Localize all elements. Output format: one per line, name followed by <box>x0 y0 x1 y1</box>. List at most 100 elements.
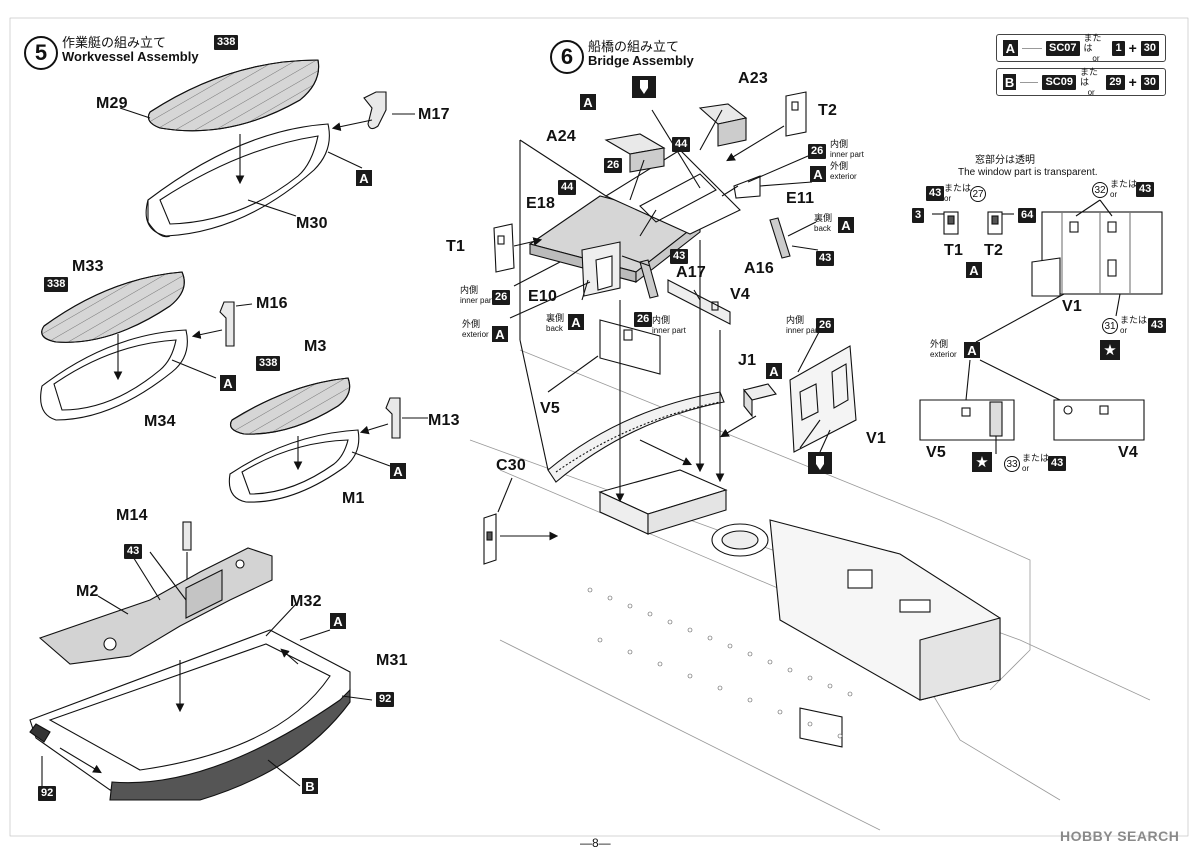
part-label-m29: M29 <box>96 95 128 112</box>
part-label-t2: T2 <box>818 102 838 119</box>
badge-44: 44 <box>558 180 577 195</box>
legend-code-sc09: SC09 <box>1042 74 1076 90</box>
badge-43: 43 <box>926 186 945 201</box>
badge-26: 26 <box>492 290 511 305</box>
key-a: A <box>966 262 982 278</box>
part-label-m33: M33 <box>72 258 104 275</box>
badge-43: 43 <box>670 249 689 264</box>
legend-part-30: 30 <box>1140 74 1159 90</box>
inner-jp: 内側 <box>460 286 479 296</box>
legend-part-29: 29 <box>1106 74 1125 90</box>
window-note-en: The window part is transparent. <box>958 167 1098 178</box>
badge-338: 338 <box>44 277 69 292</box>
outer-en: exterior <box>830 172 857 181</box>
part-label-m32: M32 <box>290 593 322 610</box>
outer-jp: 外側 <box>462 320 481 330</box>
or-en: or <box>1120 326 1128 335</box>
key-a: A <box>810 166 826 182</box>
key-a: A <box>390 463 406 479</box>
key-a: A <box>838 217 854 233</box>
part-label-m1: M1 <box>342 490 365 507</box>
step-5-title-en: Workvessel Assembly <box>62 49 199 64</box>
badge-43: 43 <box>124 544 143 559</box>
legend-or-en: or <box>1087 87 1095 97</box>
or-jp: または <box>1110 180 1138 190</box>
badge-43: 43 <box>816 251 835 266</box>
badge-92: 92 <box>38 786 57 801</box>
legend-part-1: 1 <box>1112 40 1125 56</box>
watermark-logo: HOBBY SEARCH <box>1060 828 1180 844</box>
key-b: B <box>302 778 318 794</box>
boat-cover-m29 <box>147 59 320 132</box>
part-label-a16: A16 <box>744 260 774 277</box>
badge-44: 44 <box>672 137 691 152</box>
inner-jp: 内側 <box>786 316 805 326</box>
part-label-v4: V4 <box>730 286 750 303</box>
page-number: —8— <box>580 836 611 850</box>
inner-en: inner part <box>786 326 820 335</box>
outer-jp: 外側 <box>830 162 849 172</box>
badge-26: 26 <box>604 158 623 173</box>
badge-92: 92 <box>376 692 395 707</box>
badge-26: 26 <box>808 144 827 159</box>
part-label-m31: M31 <box>376 652 408 669</box>
outer-en: exterior <box>462 330 489 339</box>
part-label-m13: M13 <box>428 412 460 429</box>
key-a: A <box>330 613 346 629</box>
part-label-v1: V1 <box>866 430 886 447</box>
badge-43: 43 <box>1136 182 1155 197</box>
or-jp: または <box>1120 316 1148 326</box>
key-a: A <box>568 314 584 330</box>
key-a: A <box>492 326 508 342</box>
inner-en: inner part <box>652 326 686 335</box>
badge-3: 3 <box>912 208 925 223</box>
circle-27: 27 <box>970 186 986 202</box>
or-jp: または <box>944 184 972 194</box>
back-jp: 裏側 <box>546 314 565 324</box>
step-5-title-jp: 作業艇の組み立て <box>62 36 167 51</box>
part-label-m3: M3 <box>304 338 327 355</box>
step-5-number: 5 <box>24 36 58 70</box>
badge-64: 64 <box>1018 208 1037 223</box>
inner-jp: 内側 <box>830 140 849 150</box>
inner-en: inner part <box>830 150 864 159</box>
step-6-number: 6 <box>550 40 584 74</box>
part-label-m30: M30 <box>296 215 328 232</box>
circle-32: 32 <box>1092 182 1108 198</box>
key-a: A <box>356 170 372 186</box>
part-label-t1: T1 <box>446 238 466 255</box>
key-a: A <box>964 342 980 358</box>
part-label-m34: M34 <box>144 413 176 430</box>
or-en: or <box>1110 190 1118 199</box>
legend-code-sc07: SC07 <box>1046 40 1080 56</box>
legend-plus: + <box>1128 74 1137 90</box>
badge-26: 26 <box>634 312 653 327</box>
part-label-a24: A24 <box>546 128 576 145</box>
legend-or-jp: または <box>1079 67 1098 88</box>
part-label-a23: A23 <box>738 70 768 87</box>
part-label-e18: E18 <box>526 195 556 212</box>
part-label-a17: A17 <box>676 264 706 281</box>
circle-31: 31 <box>1102 318 1118 334</box>
part-label-j1: J1 <box>738 352 757 369</box>
step-6-title-jp: 船橋の組み立て <box>588 40 680 55</box>
or-en: or <box>944 194 952 203</box>
star-icon: ★ <box>972 452 992 472</box>
legend-key-b: B <box>1003 74 1017 90</box>
part-label-e10: E10 <box>528 288 558 305</box>
back-jp: 裏側 <box>814 214 833 224</box>
part-label-m2: M2 <box>76 583 99 600</box>
or-jp: または <box>1022 454 1050 464</box>
legend-or-en: or <box>1092 53 1100 63</box>
part-label-t2: T2 <box>984 242 1004 259</box>
badge-338: 338 <box>214 35 239 50</box>
